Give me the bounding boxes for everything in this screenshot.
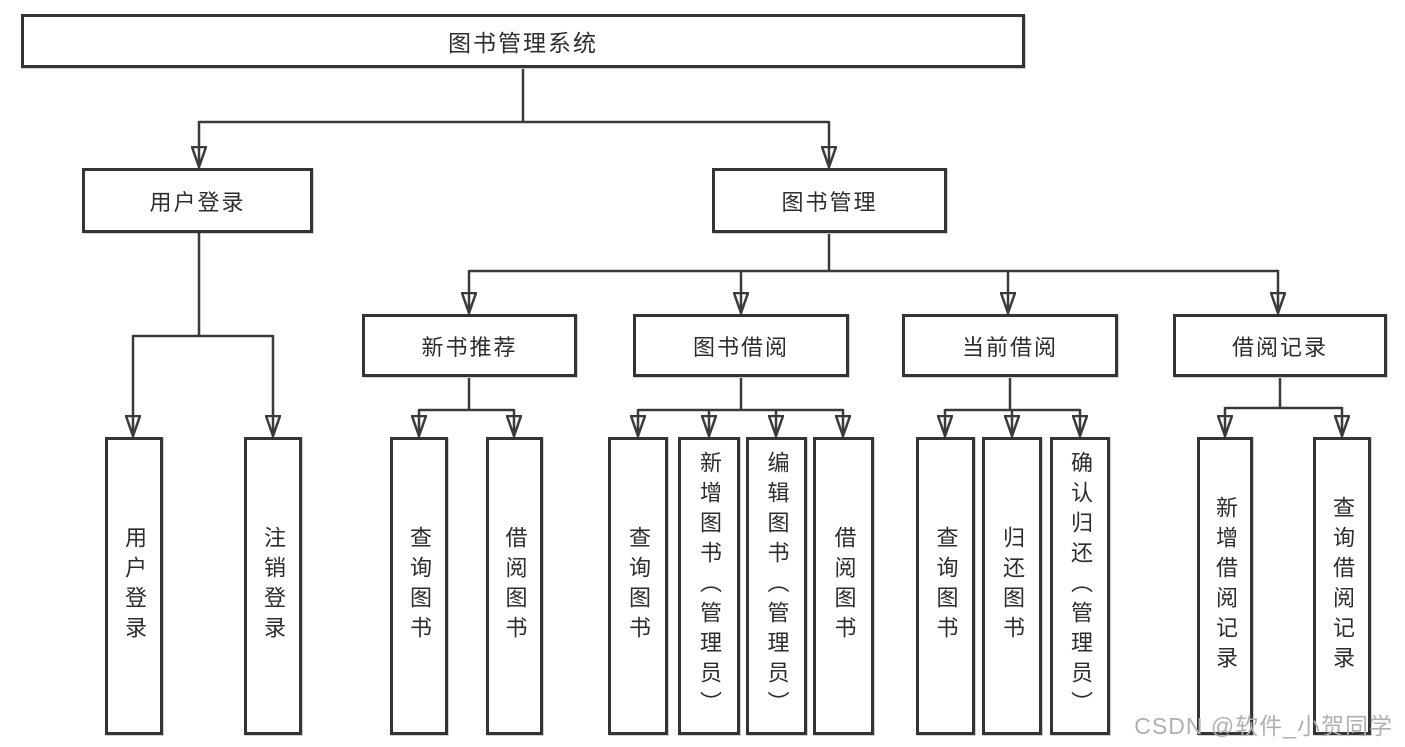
leaf-confirm-return-admin-label: 确认归还（管理员）: [1068, 451, 1093, 721]
leaf-return-books: 归还图书: [982, 437, 1042, 735]
leaf-add-books-admin-label: 新增图书（管理员）: [697, 451, 722, 721]
leaf-query-borrow-record-label: 查询借阅记录: [1330, 496, 1355, 676]
leaf-query-books-current: 查询图书: [916, 437, 975, 735]
leaf-query-books-borrowing: 查询图书: [608, 437, 668, 735]
node-book-borrowing: 图书借阅: [633, 314, 849, 377]
leaf-edit-books-admin: 编辑图书（管理员）: [746, 437, 807, 735]
node-new-book-recommendation-label: 新书推荐: [421, 334, 518, 360]
node-book-borrowing-label: 图书借阅: [692, 334, 789, 360]
node-borrowing-records: 借阅记录: [1173, 314, 1387, 377]
leaf-borrow-books-label: 借阅图书: [831, 526, 857, 646]
csdn-watermark: CSDN @软件_小贺同学: [1134, 713, 1393, 739]
node-book-management: 图书管理: [712, 168, 947, 233]
node-root-system: 图书管理系统: [21, 14, 1025, 68]
leaf-add-borrow-record: 新增借阅记录: [1197, 437, 1253, 735]
node-root-label: 图书管理系统: [448, 30, 598, 56]
connector-user-login: [133, 233, 273, 338]
node-book-management-label: 图书管理: [781, 189, 878, 215]
leaf-add-books-admin: 新增图书（管理员）: [678, 437, 740, 735]
leaf-borrow-books: 借阅图书: [813, 437, 874, 735]
leaf-add-borrow-record-label: 新增借阅记录: [1213, 496, 1238, 676]
leaf-query-books-borrowing-label: 查询图书: [626, 526, 651, 646]
connector-book-management: [469, 234, 1278, 273]
node-new-book-recommendation: 新书推荐: [362, 314, 577, 377]
leaf-query-books-recommend-label: 查询图书: [407, 526, 432, 646]
leaf-logout-label: 注销登录: [261, 526, 286, 646]
leaf-query-books-current-label: 查询图书: [933, 526, 959, 646]
node-current-borrowing-label: 当前借阅: [961, 334, 1058, 360]
leaf-confirm-return-admin: 确认归还（管理员）: [1050, 437, 1110, 735]
leaf-borrow-books-recommend: 借阅图书: [486, 437, 543, 735]
leaf-user-login-label: 用户登录: [122, 526, 147, 646]
leaf-query-borrow-record: 查询借阅记录: [1313, 437, 1371, 735]
connector-root: [199, 69, 829, 124]
leaf-borrow-books-recommend-label: 借阅图书: [502, 526, 528, 646]
leaf-edit-books-admin-label: 编辑图书（管理员）: [764, 451, 790, 721]
node-current-borrowing: 当前借阅: [902, 314, 1118, 377]
leaf-user-login: 用户登录: [105, 437, 163, 735]
node-user-login: 用户登录: [82, 168, 313, 233]
leaf-query-books-recommend: 查询图书: [390, 437, 448, 735]
connector-borrowing-records: [1225, 378, 1342, 410]
connector-current-borrowing: [945, 378, 1080, 412]
node-borrowing-records-label: 借阅记录: [1231, 334, 1328, 360]
node-user-login-label: 用户登录: [149, 189, 246, 215]
leaf-logout: 注销登录: [244, 437, 302, 735]
connector-book-borrowing: [638, 378, 843, 412]
leaf-return-books-label: 归还图书: [1000, 526, 1025, 646]
connector-new-book: [419, 378, 514, 412]
